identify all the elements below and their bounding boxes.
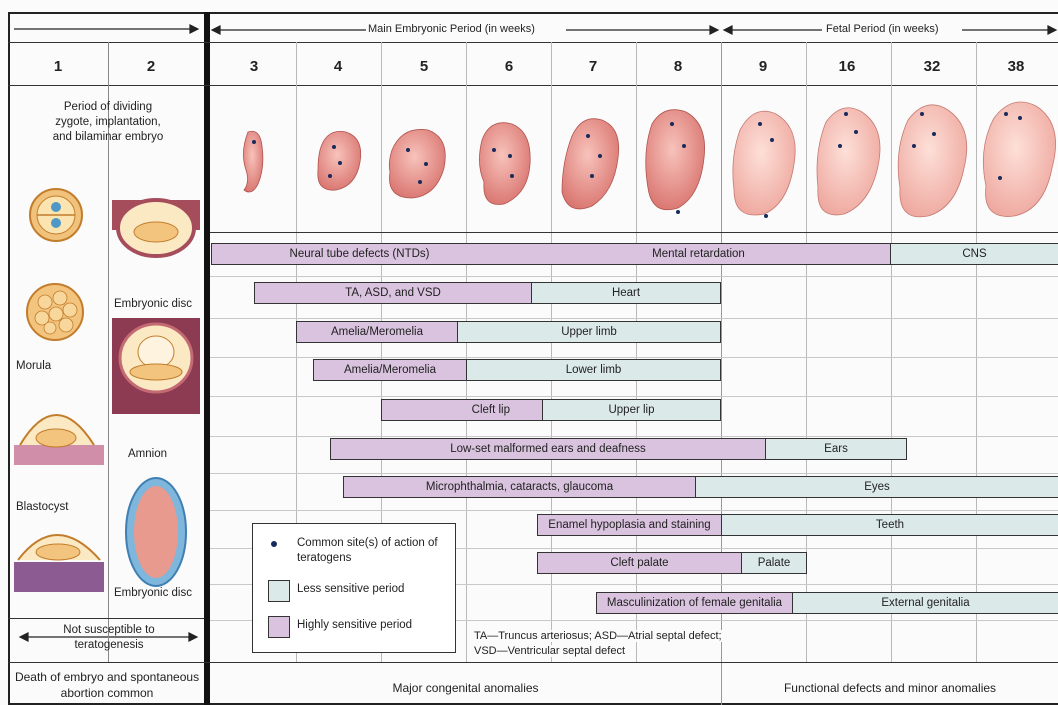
legend-highly-swatch <box>268 616 290 638</box>
bar-mental-retardation: Mental retardation <box>506 243 892 265</box>
bar-ta-asd-vsd: TA, ASD, and VSD <box>254 282 532 304</box>
legend-less-swatch <box>268 580 290 602</box>
embryonic-disc-label-bottom: Embryonic disc <box>114 587 192 599</box>
abbreviation-line-1: TA—Truncus arteriosus; ASD—Atrial septal… <box>474 630 722 642</box>
bar-ears: Ears <box>765 438 907 460</box>
endometrium-icon <box>14 445 104 465</box>
bar-upper-lip: Upper lip <box>542 399 721 421</box>
bar-palate: Palate <box>741 552 807 574</box>
legend-dot-label: Common site(s) of action of teratogens <box>297 536 447 566</box>
bar-cleft-palate: Cleft palate <box>537 552 742 574</box>
bar-amelia-lower: Amelia/Meromelia <box>313 359 467 381</box>
bar-upper-limb: Upper limb <box>457 321 721 343</box>
bar-lower-limb: Lower limb <box>466 359 721 381</box>
legend-highly-label: Highly sensitive period <box>297 619 412 631</box>
bar-external-genitalia: External genitalia <box>792 592 1058 614</box>
not-susceptible-label: Not susceptible to teratogenesis <box>54 623 164 653</box>
legend: Common site(s) of action of teratogens L… <box>252 523 456 653</box>
bar-cleft-lip: Cleft lip <box>381 399 543 421</box>
bar-amelia-upper: Amelia/Meromelia <box>296 321 458 343</box>
bar-cns: CNS <box>890 243 1058 265</box>
embryonic-disc-label-top: Embryonic disc <box>114 298 192 310</box>
morula-label: Morula <box>16 360 51 372</box>
functional-defects-label: Functional defects and minor anomalies <box>722 681 1058 695</box>
teratogen-dot-icon <box>271 541 277 547</box>
blastocyst-label: Blastocyst <box>16 501 68 513</box>
death-label: Death of embryo and spontaneous abortion… <box>10 669 204 701</box>
major-anomalies-label: Major congenital anomalies <box>210 681 721 695</box>
legend-less-label: Less sensitive period <box>297 583 404 595</box>
bar-teeth: Teeth <box>721 514 1058 536</box>
bar-masculinization: Masculinization of female genitalia <box>596 592 793 614</box>
bar-heart: Heart <box>531 282 721 304</box>
bar-eyes: Eyes <box>695 476 1058 498</box>
amnion-label: Amnion <box>128 448 167 460</box>
bar-low-set-ears: Low-set malformed ears and deafness <box>330 438 766 460</box>
period-description: Period of dividing zygote, implantation,… <box>46 100 170 145</box>
bar-neural-tube-defects: Neural tube defects (NTDs) <box>211 243 508 265</box>
bar-microphthalmia: Microphthalmia, cataracts, glaucoma <box>343 476 696 498</box>
abbreviation-line-2: VSD—Ventricular septal defect <box>474 645 625 657</box>
bar-enamel-hypoplasia: Enamel hypoplasia and staining <box>537 514 722 536</box>
